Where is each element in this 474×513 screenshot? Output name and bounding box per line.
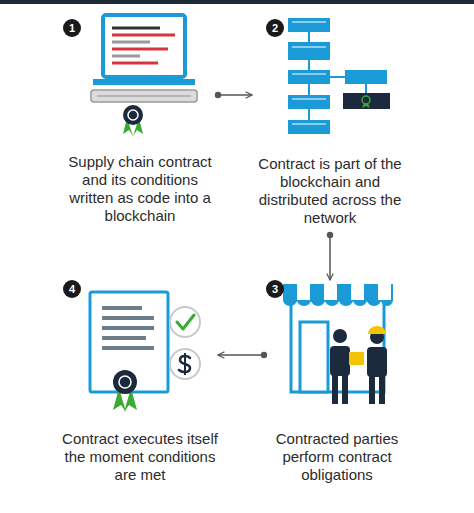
block-medal-ribbon bbox=[362, 103, 370, 108]
step-description: Contract is part of the blockchain and d… bbox=[252, 155, 408, 227]
paper-line bbox=[102, 336, 146, 340]
awning-stripe bbox=[324, 284, 337, 300]
flow-arrow bbox=[218, 94, 252, 96]
person-leg bbox=[379, 375, 385, 404]
check-mark bbox=[177, 315, 194, 329]
block bbox=[288, 18, 330, 32]
paper-line bbox=[102, 326, 154, 330]
step-description: Contract executes itself the moment cond… bbox=[62, 430, 218, 484]
process-step: 4Contract executes itself the moment con… bbox=[62, 280, 218, 485]
block-line bbox=[292, 99, 326, 100]
block bbox=[288, 95, 330, 109]
chain-link bbox=[330, 76, 345, 78]
awning-stripe bbox=[297, 284, 310, 300]
person-leg bbox=[342, 374, 348, 404]
hard-hat bbox=[368, 326, 386, 334]
shop-door bbox=[300, 322, 328, 392]
step-number: 3 bbox=[266, 280, 284, 298]
code-line bbox=[112, 48, 168, 51]
person-leg bbox=[332, 374, 338, 404]
awning bbox=[283, 284, 393, 300]
block-line bbox=[292, 22, 326, 23]
block bbox=[288, 42, 330, 60]
block-medal bbox=[362, 96, 370, 104]
step-number: 4 bbox=[63, 280, 81, 298]
medal-ring bbox=[128, 110, 138, 120]
scroll-line bbox=[97, 95, 191, 97]
block bbox=[288, 70, 330, 84]
block bbox=[345, 70, 387, 84]
person-leg bbox=[369, 375, 375, 404]
chain-link bbox=[365, 84, 367, 93]
paper-line bbox=[102, 306, 142, 310]
blockchain-icon bbox=[288, 18, 390, 134]
laptop-base bbox=[93, 79, 195, 85]
step-number: 2 bbox=[266, 19, 284, 37]
certificate-scroll bbox=[91, 90, 197, 102]
person-head bbox=[333, 329, 347, 343]
process-step: 2Contract is part of the blockchain and … bbox=[252, 15, 408, 235]
process-step: 3Contracted parties perform contract obl… bbox=[264, 280, 410, 485]
flow-arrow bbox=[329, 235, 331, 280]
code-line bbox=[112, 41, 150, 44]
code-line bbox=[112, 27, 160, 30]
person-body bbox=[330, 346, 350, 376]
flow-arrow bbox=[218, 354, 264, 356]
step-number: 1 bbox=[63, 19, 81, 37]
contract-block bbox=[343, 93, 390, 109]
shop-icon bbox=[283, 284, 393, 404]
contract-paper bbox=[90, 292, 168, 392]
block-line bbox=[292, 74, 326, 75]
contract-icon bbox=[90, 292, 200, 412]
person-body bbox=[367, 347, 387, 377]
medal bbox=[113, 370, 137, 394]
step-description: Contracted parties perform contract obli… bbox=[264, 430, 410, 484]
dollar-circle bbox=[170, 349, 200, 379]
block bbox=[288, 120, 330, 134]
medal bbox=[123, 105, 143, 125]
block-line bbox=[292, 124, 326, 125]
paper-line bbox=[102, 316, 154, 320]
top-bar bbox=[0, 0, 474, 4]
medal-ring bbox=[119, 376, 131, 388]
parcel bbox=[349, 352, 364, 365]
code-line bbox=[112, 34, 175, 37]
process-step: 1Supply chain contract and its condition… bbox=[62, 15, 218, 225]
laptop-icon bbox=[91, 15, 197, 136]
code-line bbox=[112, 55, 140, 58]
awning-scallop bbox=[283, 300, 393, 306]
awning-stripe bbox=[351, 284, 364, 300]
awning-stripe bbox=[378, 284, 391, 300]
step-description: Supply chain contract and its conditions… bbox=[62, 153, 218, 225]
laptop-screen bbox=[103, 15, 185, 77]
check-circle bbox=[170, 307, 200, 337]
block-line bbox=[292, 47, 326, 48]
paper-line bbox=[102, 346, 154, 350]
code-line bbox=[112, 62, 158, 65]
dollar-sign bbox=[184, 353, 186, 375]
